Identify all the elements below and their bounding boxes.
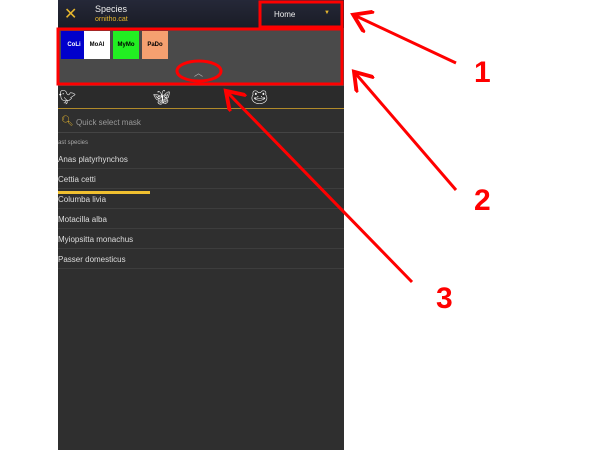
tab-birds[interactable]: 🐦︎ <box>20 86 115 109</box>
app-screen: ✕ Species ornitho.cat Home ▼ CoLi MoAl My… <box>58 0 344 450</box>
list-item[interactable]: Columba livia <box>58 189 344 209</box>
chip-mymo[interactable]: MyMo <box>113 31 139 59</box>
quick-mask-panel: CoLi MoAl MyMo PaDo ︿ <box>58 28 344 86</box>
list-item[interactable]: Cettia cetti <box>58 169 344 189</box>
bird-icon: 🐦︎ <box>58 89 77 105</box>
search-placeholder: Quick select mask <box>76 118 141 127</box>
chip-label: MyMo <box>117 42 135 48</box>
page-subtitle: ornitho.cat <box>95 16 128 23</box>
tab-amphibians[interactable]: 🐸︎ <box>212 86 307 109</box>
arrow-2 <box>356 74 458 191</box>
highlight-box-dropdown <box>258 0 344 29</box>
annotation-number: 3 <box>436 282 453 315</box>
home-dropdown[interactable]: Home ▼ <box>264 4 340 24</box>
dropdown-value: Home <box>274 10 296 19</box>
annotation-number: 1 <box>474 56 491 89</box>
chip-label: PaDo <box>147 42 163 48</box>
page-title: Species <box>95 4 128 14</box>
header: ✕ Species ornitho.cat Home ▼ <box>58 0 344 28</box>
chip-moal[interactable]: MoAl <box>84 31 110 59</box>
chip-label: MoAl <box>89 42 105 48</box>
list-item[interactable]: Anas platyrhynchos <box>58 149 344 169</box>
search-icon: 🔍︎ <box>61 116 74 127</box>
search-input[interactable]: 🔍︎ Quick select mask <box>58 113 344 133</box>
tab-butterflies[interactable]: 🦋︎ <box>114 86 209 109</box>
butterfly-icon: 🦋︎ <box>152 89 171 105</box>
chip-coli[interactable]: CoLi <box>61 31 87 59</box>
highlight-ellipse-chevron <box>175 59 223 83</box>
annotation-number: 2 <box>474 184 491 217</box>
arrow-1 <box>356 16 457 65</box>
active-tab-indicator <box>58 191 150 194</box>
chip-label: CoLi <box>67 42 81 48</box>
list-item[interactable]: Passer domesticus <box>58 249 344 269</box>
frog-icon: 🐸︎ <box>250 89 269 105</box>
close-icon[interactable]: ✕ <box>64 6 78 23</box>
chevron-up-icon[interactable]: ︿ <box>194 68 204 78</box>
highlight-box-panel <box>56 27 344 86</box>
caret-down-icon: ▼ <box>324 10 330 16</box>
section-label: ast species <box>58 140 89 146</box>
list-item[interactable]: Motacilla alba <box>58 209 344 229</box>
arrow-3 <box>228 93 414 284</box>
chip-pado[interactable]: PaDo <box>142 31 168 59</box>
list-item[interactable]: Myiopsitta monachus <box>58 229 344 249</box>
tab-bar: 🐦︎ 🦋︎ 🐸︎ <box>58 86 344 194</box>
